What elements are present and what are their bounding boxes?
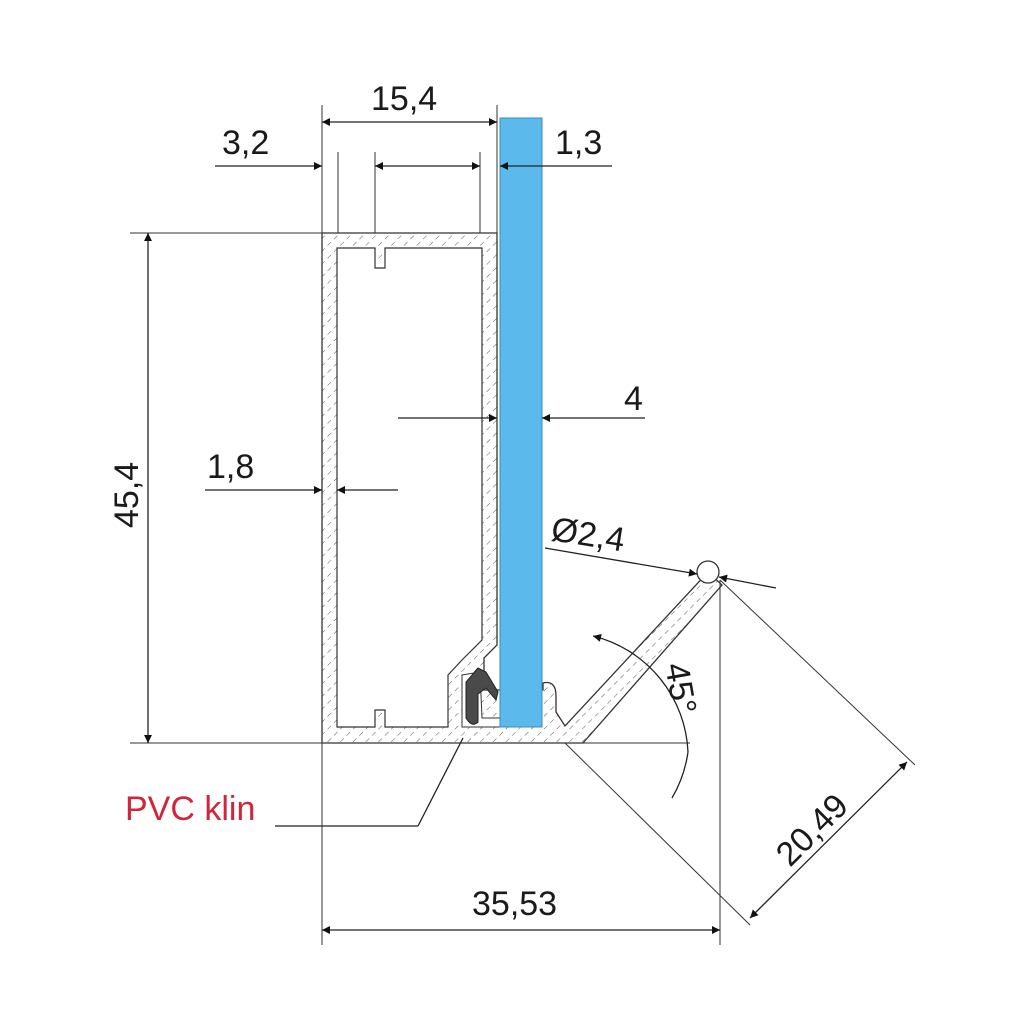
dim-glass-thickness: 4 [624,380,643,418]
dim-diameter: Ø2,4 [549,510,628,559]
dim-base-width: 35,53 [472,885,557,923]
pvc-label: PVC klin [125,790,255,828]
dim-wall-thickness: 1,8 [207,448,254,486]
dim-arm-length: 20,49 [769,787,856,874]
dim-angle: 45° [657,660,703,717]
dim-height: 45,4 [108,462,146,528]
pvc-gasket [465,667,499,725]
dim-gap-glass: 1,3 [555,124,602,162]
glass-panel [499,117,543,728]
rod-circle [696,560,720,584]
dimension-lines [144,118,908,934]
dim-top-width: 15,4 [371,80,437,118]
dim-wall-left: 3,2 [222,124,269,162]
